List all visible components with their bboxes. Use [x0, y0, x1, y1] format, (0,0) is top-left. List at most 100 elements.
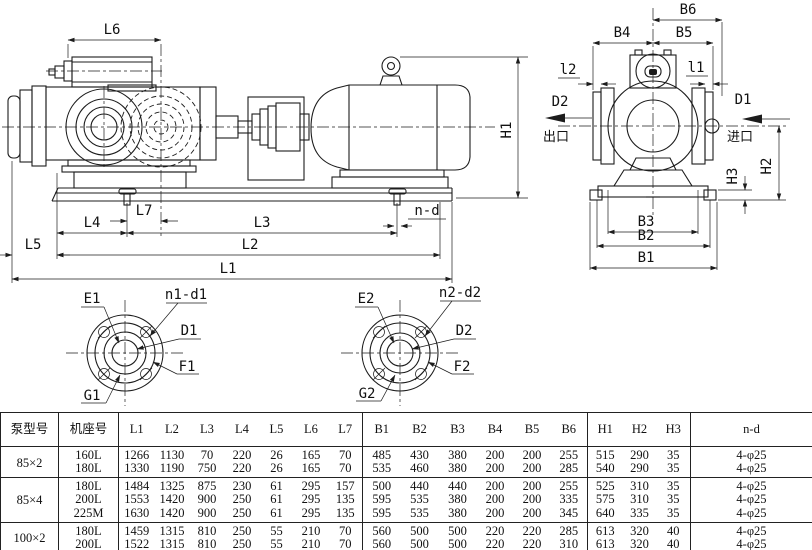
value-cell: 35 [667, 448, 680, 462]
end-view: B6 B4 B5 l2 l1 D2 出口 D1 进口 H2 H3 B3 B2 B… [543, 2, 790, 271]
value-cell: 255 [559, 448, 579, 462]
value-cell: 1459 [118, 522, 155, 538]
value-cell: 26 [270, 461, 283, 476]
value-cell: 750 [197, 461, 217, 476]
dim-H3: H3 [725, 168, 741, 185]
value-cell: 295 [301, 505, 321, 520]
value-cell: 165 [301, 461, 321, 476]
dim-L6: L6 [104, 22, 121, 38]
dim-D1-flange: D1 [181, 323, 198, 339]
value-cell: 220 [232, 461, 252, 476]
value-cell: 250 [232, 523, 252, 538]
col-header-L2: L2 [165, 421, 179, 436]
value-cell: 485 [362, 446, 401, 463]
value-cell: 900 [197, 505, 217, 520]
value-cell: 310 [630, 492, 649, 507]
value-cell: 500 [410, 536, 429, 550]
side-view: L6 H1 L7 L4 L3 n-d L5 L2 L1 [0, 22, 528, 283]
col-header-B1: B1 [362, 412, 401, 447]
dim-E2: E2 [358, 291, 375, 307]
value-cell: 1266 [118, 446, 155, 463]
value-cell: 1420 [159, 492, 185, 507]
col-header-泵型号: 泵型号 [10, 421, 49, 436]
dim-B6: B6 [680, 2, 697, 18]
value-cell: 440 [448, 479, 467, 494]
value-cell: 515 [587, 446, 623, 463]
value-cell: 35 [667, 479, 680, 494]
col-header-B6: B6 [561, 421, 577, 436]
value-cell: 875 [197, 479, 217, 494]
frame-cell: 200L [58, 493, 119, 507]
dim-n-d: n-d [414, 203, 439, 219]
value-cell: 613 [587, 522, 623, 538]
value-cell: 55 [270, 523, 283, 538]
value-cell: 250 [232, 536, 252, 550]
value-cell: 4-φ25 [690, 493, 812, 507]
value-cell: 613 [587, 537, 623, 550]
frame-cell: 225M [58, 506, 119, 523]
value-cell: 900 [197, 492, 217, 507]
value-cell: 285 [559, 523, 579, 538]
col-header-机座号: 机座号 [58, 412, 119, 447]
col-header-H1: H1 [587, 412, 623, 447]
value-cell: 290 [630, 461, 649, 476]
dim-L3: L3 [254, 215, 271, 231]
dim-L4: L4 [84, 215, 101, 231]
dim-B5: B5 [676, 25, 693, 41]
value-cell: 200 [522, 448, 542, 462]
value-cell: 250 [232, 492, 252, 507]
col-header-L5: L5 [269, 421, 284, 436]
value-cell: 380 [448, 505, 467, 520]
value-cell: 255 [559, 479, 579, 494]
value-cell: 200 [485, 461, 505, 476]
value-cell: 70 [339, 448, 352, 462]
value-cell: 1420 [159, 505, 185, 520]
value-cell: 135 [335, 505, 355, 520]
dim-F2: F2 [454, 359, 471, 375]
col-header-H2: H2 [631, 421, 648, 436]
value-cell: 560 [362, 537, 401, 550]
value-cell: 4-φ25 [690, 477, 812, 494]
value-cell: 310 [559, 536, 579, 550]
value-cell: 200 [522, 479, 542, 494]
value-cell: 560 [362, 522, 401, 538]
value-cell: 525 [587, 477, 623, 494]
value-cell: 220 [485, 536, 505, 550]
value-cell: 200 [485, 479, 505, 494]
col-header-H3: H3 [665, 421, 681, 436]
value-cell: 200 [522, 461, 542, 476]
value-cell: 335 [559, 492, 579, 507]
value-cell: 535 [410, 505, 429, 520]
value-cell: 1190 [159, 461, 185, 476]
value-cell: 320 [630, 523, 649, 538]
frame-cell: 180L [58, 522, 119, 538]
value-cell: 200 [485, 505, 505, 520]
frame-cell: 180L [58, 462, 119, 478]
value-cell: 61 [270, 505, 283, 520]
value-cell: 1330 [118, 462, 155, 478]
value-cell: 4-φ25 [690, 506, 812, 523]
value-cell: 157 [335, 479, 355, 494]
value-cell: 500 [410, 523, 429, 538]
col-header-L3: L3 [200, 421, 214, 436]
dim-n2-d2: n2-d2 [439, 285, 481, 301]
frame-cell: 200L [58, 537, 119, 550]
value-cell: 220 [522, 523, 542, 538]
col-header-B2: B2 [412, 421, 427, 436]
value-cell: 220 [232, 448, 252, 462]
value-cell: 40 [667, 523, 680, 538]
value-cell: 1325 [159, 479, 185, 494]
value-cell: 500 [362, 477, 401, 494]
col-header-L7: L7 [338, 421, 353, 436]
value-cell: 535 [410, 492, 429, 507]
value-cell: 380 [448, 492, 467, 507]
value-cell: 210 [301, 536, 321, 550]
